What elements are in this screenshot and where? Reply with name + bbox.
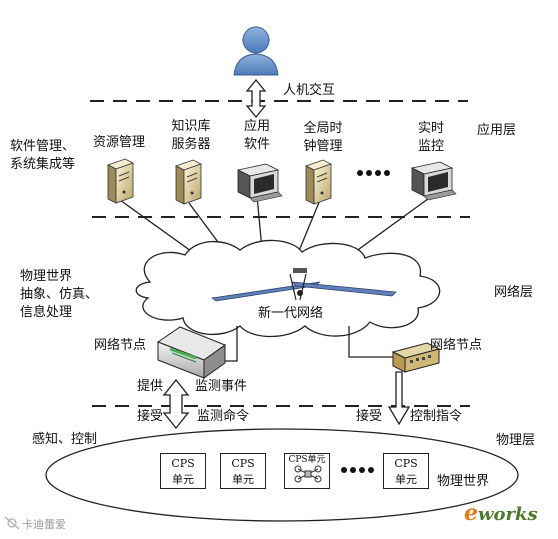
app-item-resource-mgmt-label: 资源管理 <box>93 135 146 150</box>
physical-world-abstraction-line3: 信息处理 <box>20 305 73 320</box>
app-item-knowledge-base-line2: 服务器 <box>171 137 211 152</box>
network-node-right-label: 网络节点 <box>430 338 483 353</box>
app-ellipsis-dots <box>357 170 390 176</box>
cps-unit-line1: CPS <box>231 457 255 470</box>
app-item-app-software-line2: 软件 <box>243 137 270 152</box>
network-node-left-label: 网络节点 <box>94 338 147 353</box>
app-item-app-software-line1: 应用 <box>243 119 270 134</box>
software-mgmt-label-line1: 软件管理、 <box>10 139 76 154</box>
app-item-global-clock-line1: 全局时 <box>303 121 343 136</box>
cps-unit-line1: CPS <box>171 457 195 470</box>
cps-unit: CPS 单元 <box>160 453 206 489</box>
wireless-tower-icon <box>211 268 397 302</box>
cps-unit-line2: 单元 <box>172 473 194 486</box>
software-mgmt-label-line2: 系统集成等 <box>10 157 76 172</box>
cps-unit: CPS 单元 <box>220 453 266 489</box>
sense-control-label: 感知、控制 <box>32 432 98 447</box>
brand-watermark: eworks <box>464 500 538 526</box>
watermark-left-text: 卡迪蕾爱 <box>22 518 66 531</box>
cps-unit-line2: 单元 <box>395 473 417 486</box>
app-item-knowledge-base-line1: 知识库 <box>171 119 211 134</box>
monitor-event-label: 监测事件 <box>195 379 248 394</box>
node-cables <box>222 326 394 362</box>
control-instruction-label: 控制指令 <box>410 409 463 424</box>
watermark-camera-icon <box>4 516 20 530</box>
brand-prefix: e <box>464 500 478 526</box>
knowledge-base-server-icon <box>174 159 203 205</box>
app-item-global-clock-line2: 钟管理 <box>303 139 343 154</box>
app-item-realtime-monitor-line1: 实时 <box>417 121 444 136</box>
network-node-left-icon <box>156 326 227 379</box>
monitor-double-arrow <box>162 378 190 430</box>
app-item-realtime-monitor-line2: 监控 <box>417 139 444 154</box>
physical-world-label: 物理世界 <box>437 474 490 489</box>
cps-unit-with-device: CPS单元 <box>284 453 330 489</box>
app-software-monitor-icon <box>236 163 283 203</box>
cps-unit-line1: CPS单元 <box>288 455 326 465</box>
hmi-label: 人机交互 <box>283 83 336 98</box>
global-clock-server-icon <box>304 159 333 205</box>
resource-mgmt-server-icon <box>106 158 135 204</box>
application-layer-label: 应用层 <box>477 123 517 138</box>
hmi-double-arrow <box>245 78 267 119</box>
cps-unit-line1: CPS <box>394 457 418 470</box>
control-down-arrow <box>387 371 411 426</box>
physical-world-ellipse <box>45 428 519 522</box>
cps-ellipsis-dots <box>341 467 374 473</box>
monitor-command-label: 监测命令 <box>197 409 250 424</box>
network-node-right-icon <box>391 342 441 373</box>
receive-label-right: 接受 <box>356 409 383 424</box>
physical-world-abstraction-line2: 抽象、仿真、 <box>20 287 99 302</box>
brand-name: works <box>478 504 538 525</box>
physical-layer-label: 物理层 <box>496 433 536 448</box>
cloud-label: 新一代网络 <box>258 306 324 321</box>
physical-world-abstraction-line1: 物理世界 <box>20 269 73 284</box>
user-icon <box>233 26 279 76</box>
cps-unit: CPS 单元 <box>383 453 429 489</box>
cps-device-icon <box>294 465 322 483</box>
cps-unit-line2: 单元 <box>232 473 254 486</box>
receive-label-left: 接受 <box>137 409 164 424</box>
realtime-monitor-icon <box>410 161 457 201</box>
provide-label: 提供 <box>137 379 164 394</box>
network-layer-label: 网络层 <box>494 285 534 300</box>
